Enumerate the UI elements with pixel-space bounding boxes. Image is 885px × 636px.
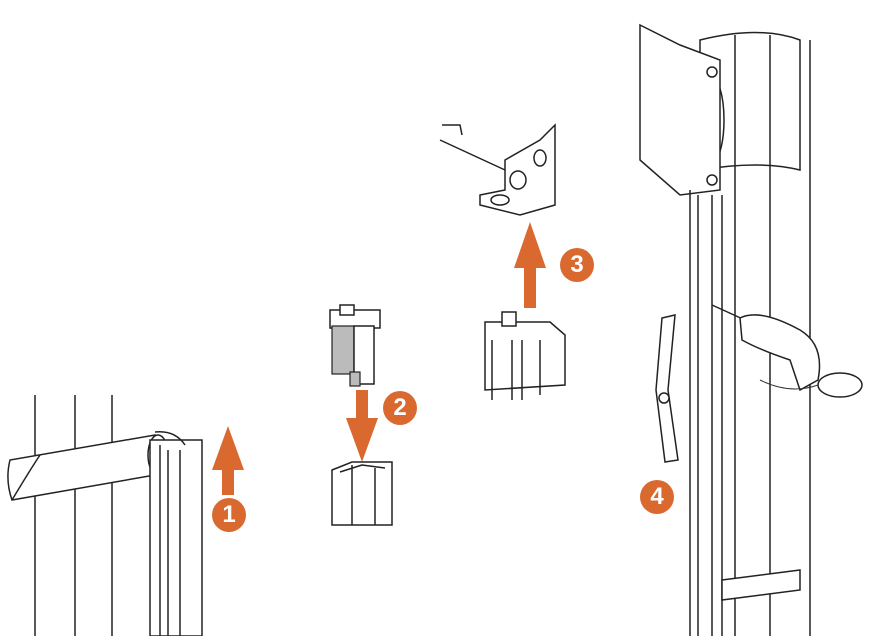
step-badge-2: 2 [383, 391, 417, 425]
drill-drawing [711, 304, 863, 398]
step-badge-4: 4 [640, 480, 674, 514]
step-badge-1: 1 [212, 498, 246, 532]
profile-drawing [331, 461, 393, 526]
frame-with-cassette-drawing [639, 23, 811, 636]
arrow-up-1 [212, 426, 244, 495]
step-badge-3: 3 [560, 248, 594, 282]
handle-drawing [655, 314, 679, 463]
clip-insert-drawing [329, 304, 381, 387]
left-frame-drawing [7, 395, 203, 636]
bracket-drawing [439, 123, 556, 216]
arrow-up-3 [514, 222, 546, 308]
arrow-down-2 [346, 390, 378, 462]
assembled-profile-drawing [484, 311, 566, 400]
